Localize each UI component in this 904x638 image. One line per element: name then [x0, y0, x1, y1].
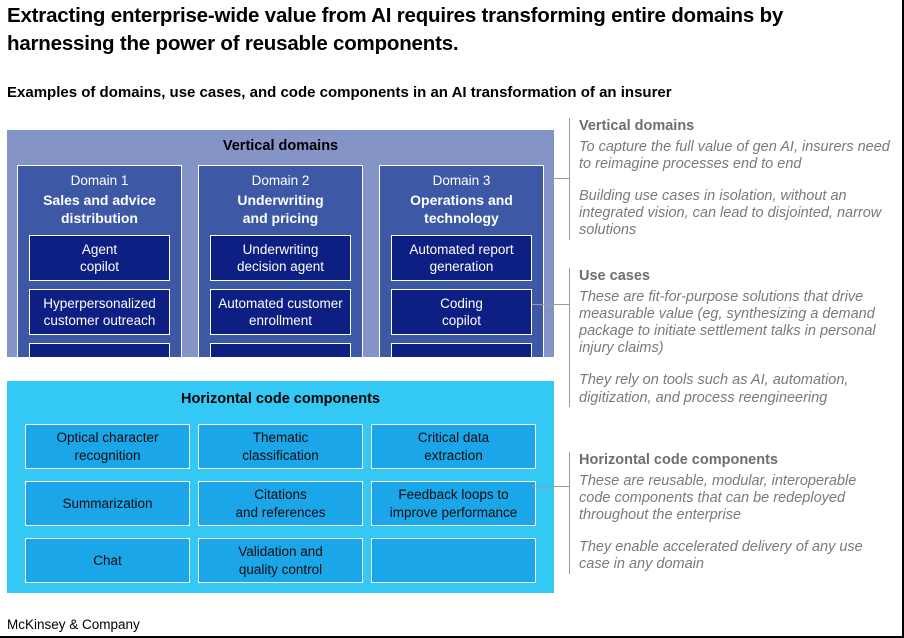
use-case-agent-copilot: Agent copilot [29, 235, 170, 281]
use-case-automated-customer-enrollment: Automated customer enrollment [210, 289, 351, 335]
annotation-title: Vertical domains [579, 118, 695, 134]
domain-2-name: Underwriting and pricing [237, 192, 324, 226]
annotation-paragraph: To capture the full value of gen AI, ins… [579, 139, 890, 173]
horizontal-components-header: Horizontal code components [181, 391, 380, 407]
horizontal-components-container: Horizontal code components Optical chara… [7, 381, 554, 593]
page-title: Extracting enterprise-wide value from AI… [7, 4, 784, 56]
vertical-domains-header: Vertical domains [222, 138, 339, 154]
use-case-automated-report-generation: Automated report generation [391, 235, 532, 281]
connector-horizontal-components [532, 486, 570, 487]
component-empty [371, 538, 536, 583]
component-summarization: Summarization [25, 481, 190, 526]
use-case-truncated [29, 343, 170, 357]
annotation-title: Use cases [579, 268, 650, 284]
component-feedback-loops: Feedback loops to improve performance [371, 481, 536, 526]
component-citations-and-references: Citations and references [198, 481, 363, 526]
domain-1-label: Domain 1 [70, 173, 129, 188]
annotation-paragraph: These are reusable, modular, interoperab… [579, 473, 857, 524]
domain-column-2: Domain 2 Underwriting and pricing Underw… [198, 165, 363, 357]
component-critical-data-extraction: Critical data extraction [371, 424, 536, 469]
annotation-paragraph: These are fit-for-purpose solutions that… [579, 289, 876, 357]
annotation-vertical-domains: Vertical domains To capture the full val… [569, 118, 891, 240]
domain-column-1: Domain 1 Sales and advice distribution A… [17, 165, 182, 357]
domain-3-name: Operations and technology [410, 192, 513, 226]
use-case-truncated [210, 343, 351, 357]
component-chat: Chat [25, 538, 190, 583]
component-validation-quality-control: Validation and quality control [198, 538, 363, 583]
use-case-truncated [391, 343, 532, 357]
use-case-hyperpersonalized-outreach: Hyperpersonalized customer outreach [29, 289, 170, 335]
annotation-paragraph: Building use cases in isolation, without… [579, 188, 882, 239]
use-case-coding-copilot: Coding copilot [391, 289, 532, 335]
domain-column-3: Domain 3 Operations and technology Autom… [379, 165, 544, 357]
component-grid: Optical character recognition Thematic c… [25, 424, 536, 583]
domain-3-label: Domain 3 [432, 173, 491, 188]
mckinsey-brand-label: McKinsey & Company [7, 617, 140, 632]
domain-2-label: Domain 2 [251, 173, 310, 188]
annotation-use-cases: Use cases These are fit-for-purpose solu… [569, 268, 891, 407]
component-optical-character-recognition: Optical character recognition [25, 424, 190, 469]
connector-vertical-domains [553, 178, 570, 179]
annotation-title: Horizontal code components [579, 452, 778, 468]
connector-use-cases [532, 304, 570, 305]
use-case-underwriting-decision-agent: Underwriting decision agent [210, 235, 351, 281]
annotation-horizontal-components: Horizontal code components These are reu… [569, 452, 891, 574]
domain-1-name: Sales and advice distribution [43, 192, 156, 226]
page-subtitle: Examples of domains, use cases, and code… [7, 84, 672, 101]
annotation-paragraph: They rely on tools such as AI, automatio… [579, 372, 849, 406]
vertical-domains-container: Vertical domains Domain 1 Sales and advi… [7, 130, 554, 357]
annotation-paragraph: They enable accelerated delivery of any … [579, 539, 863, 573]
component-thematic-classification: Thematic classification [198, 424, 363, 469]
